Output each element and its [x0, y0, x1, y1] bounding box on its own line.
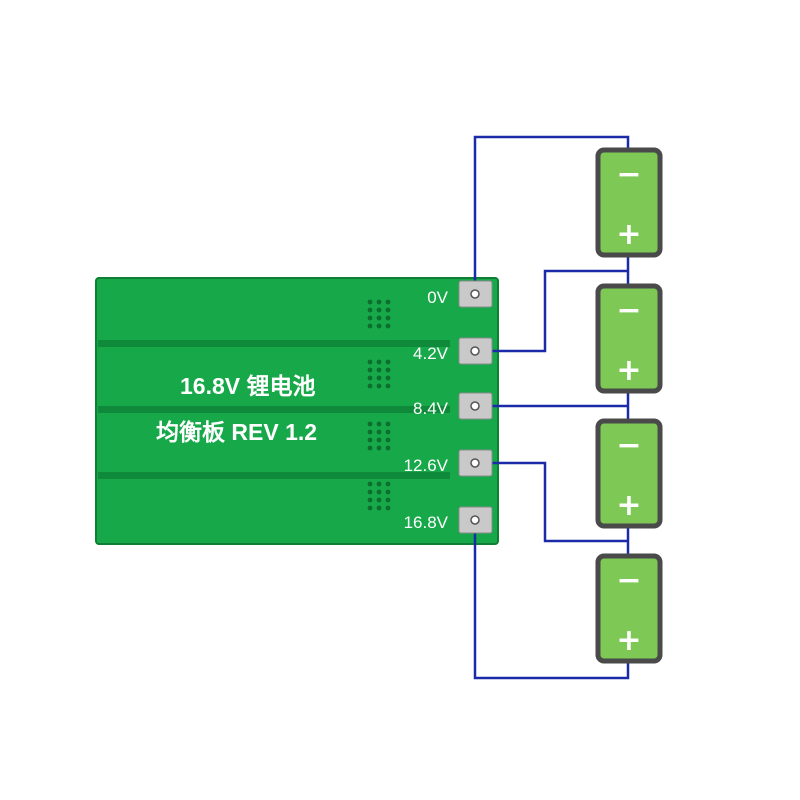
- via-hole: [367, 429, 373, 435]
- via-hole: [376, 505, 382, 511]
- wire-0v: [473, 135, 630, 292]
- via-hole: [367, 299, 373, 305]
- via-hole: [376, 307, 382, 313]
- via-hole: [376, 421, 382, 427]
- pad-label-8v4: 8.4V: [413, 399, 449, 418]
- via-hole: [385, 489, 391, 495]
- via-hole: [367, 315, 373, 321]
- battery-cell-1-positive-sign: +: [616, 217, 641, 252]
- via-hole: [385, 375, 391, 381]
- via-hole: [376, 375, 382, 381]
- battery-cell-2: − +: [595, 283, 663, 394]
- via-grid-4: [367, 481, 391, 511]
- via-hole: [367, 505, 373, 511]
- via-hole: [367, 481, 373, 487]
- pad-8v4: [458, 392, 493, 420]
- via-hole: [376, 383, 382, 389]
- battery-cell-3-negative-sign: −: [616, 428, 641, 463]
- pad-0v: [458, 280, 493, 308]
- battery-cell-3: − +: [595, 418, 663, 529]
- via-hole: [367, 307, 373, 313]
- via-hole: [385, 437, 391, 443]
- battery-cell-3-positive-sign: +: [616, 488, 641, 523]
- pad-label-12v6: 12.6V: [404, 456, 449, 475]
- battery-cell-4: − +: [595, 553, 663, 664]
- battery-cell-4-positive-sign: +: [616, 623, 641, 658]
- via-hole: [367, 437, 373, 443]
- board-title-line2: 均衡板 REV 1.2: [156, 419, 317, 445]
- battery-cells: − + − + − + − +: [595, 147, 663, 664]
- wires: [473, 135, 630, 680]
- via-hole: [376, 445, 382, 451]
- via-hole: [385, 315, 391, 321]
- pcb-slot-2: [98, 406, 450, 413]
- wire-12v6: [475, 461, 628, 543]
- via-hole: [385, 445, 391, 451]
- via-hole: [385, 323, 391, 329]
- pad-16v8: [458, 506, 493, 534]
- via-hole: [367, 323, 373, 329]
- board-title-line1: 16.8V 锂电池: [180, 373, 316, 399]
- via-hole: [385, 299, 391, 305]
- pcb-slot-1: [98, 340, 450, 347]
- via-hole: [376, 359, 382, 365]
- via-hole: [376, 497, 382, 503]
- via-grid-2: [367, 359, 391, 389]
- via-hole: [367, 383, 373, 389]
- via-grid-3: [367, 421, 391, 451]
- pcb-slot-3: [98, 472, 450, 479]
- wire-4v2: [475, 269, 628, 353]
- via-hole: [376, 437, 382, 443]
- solder-pads: [458, 280, 493, 534]
- via-hole: [376, 489, 382, 495]
- via-hole: [376, 299, 382, 305]
- via-grid-1: [367, 299, 391, 329]
- battery-cell-1-negative-sign: −: [616, 157, 641, 192]
- pad-label-0v: 0V: [427, 288, 448, 307]
- via-hole: [367, 367, 373, 373]
- via-hole: [376, 481, 382, 487]
- via-hole: [385, 497, 391, 503]
- via-hole: [376, 429, 382, 435]
- via-hole: [376, 315, 382, 321]
- via-hole: [385, 307, 391, 313]
- pad-12v6: [458, 449, 493, 477]
- via-hole: [367, 445, 373, 451]
- via-hole: [385, 421, 391, 427]
- pad-label-4v2: 4.2V: [413, 344, 449, 363]
- battery-cell-1: − +: [595, 147, 663, 258]
- via-hole: [385, 383, 391, 389]
- pad-4v2: [458, 337, 493, 365]
- pad-label-16v8: 16.8V: [404, 513, 449, 532]
- wire-16v8: [473, 520, 630, 680]
- via-hole: [385, 505, 391, 511]
- pcb-board: 16.8V 锂电池 均衡板 REV 1.2 0V 4.2V 8.4V 12.6V…: [95, 277, 499, 545]
- via-hole: [367, 497, 373, 503]
- via-hole: [376, 323, 382, 329]
- battery-cell-2-positive-sign: +: [616, 353, 641, 388]
- via-hole: [367, 375, 373, 381]
- via-hole: [385, 359, 391, 365]
- via-hole: [367, 489, 373, 495]
- via-hole: [385, 429, 391, 435]
- via-hole: [367, 359, 373, 365]
- battery-cell-2-negative-sign: −: [616, 293, 641, 328]
- via-hole: [367, 421, 373, 427]
- via-hole: [385, 481, 391, 487]
- via-hole: [376, 367, 382, 373]
- via-hole: [385, 367, 391, 373]
- battery-cell-4-negative-sign: −: [616, 563, 641, 598]
